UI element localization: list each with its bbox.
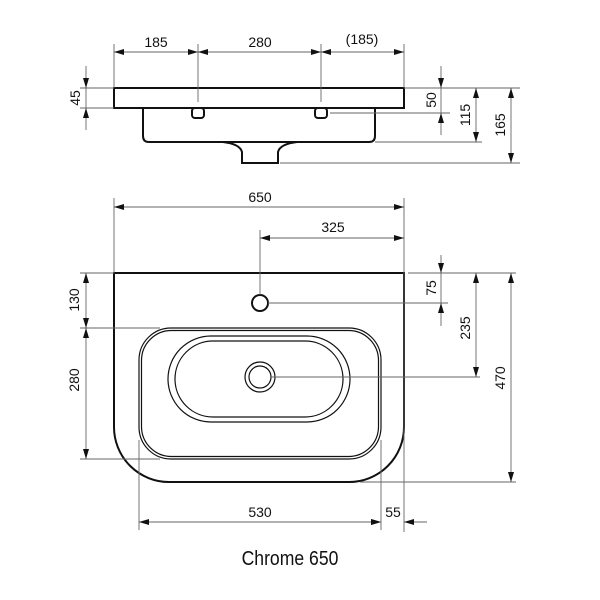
drain-hole xyxy=(248,365,272,389)
countertop-rim xyxy=(113,87,405,109)
basin-well-inner xyxy=(140,329,380,458)
dim-label-depth: 470 xyxy=(492,366,508,390)
bowl-outer xyxy=(167,335,351,423)
dim-label-bowl-depth: 115 xyxy=(457,104,473,127)
dim-label-width: 650 xyxy=(248,189,272,205)
dim-label-tap-from-back: 75 xyxy=(423,280,439,296)
side-extension-lines xyxy=(80,44,520,164)
top-view: 650 325 130 280 75 235 470 530 55 xyxy=(66,189,516,532)
product-title: Chrome 650 xyxy=(242,547,339,569)
dim-label-bowl-width: 530 xyxy=(248,504,272,520)
drain-outlet xyxy=(222,141,298,164)
basin-well-outer xyxy=(138,327,382,460)
tap-hole xyxy=(251,294,269,312)
dim-label-drain-from-back: 235 xyxy=(457,316,473,340)
dim-label-total-height: 165 xyxy=(492,113,508,137)
dim-label-hole-depth: 50 xyxy=(423,92,439,108)
tap-hole-right xyxy=(314,107,328,119)
dim-label-left-hole: 185 xyxy=(144,34,168,50)
bowl-underside xyxy=(142,108,376,143)
side-view: 185 280 (185) 45 50 115 165 xyxy=(67,31,520,164)
dim-label-tap-offset: 325 xyxy=(321,219,345,235)
tap-hole-left xyxy=(191,107,205,119)
dim-label-back-to-bowl: 130 xyxy=(66,288,82,312)
dim-label-hole-spacing: 280 xyxy=(248,34,272,50)
basin-outline xyxy=(113,272,405,483)
dim-label-side-margin: 55 xyxy=(385,504,401,520)
dim-label-bowl-depth: 280 xyxy=(66,368,82,392)
dim-label-right-hole: (185) xyxy=(346,31,379,47)
bowl-inner xyxy=(174,340,344,418)
top-extension-lines xyxy=(80,198,516,532)
dim-label-rim-height: 45 xyxy=(67,90,83,106)
